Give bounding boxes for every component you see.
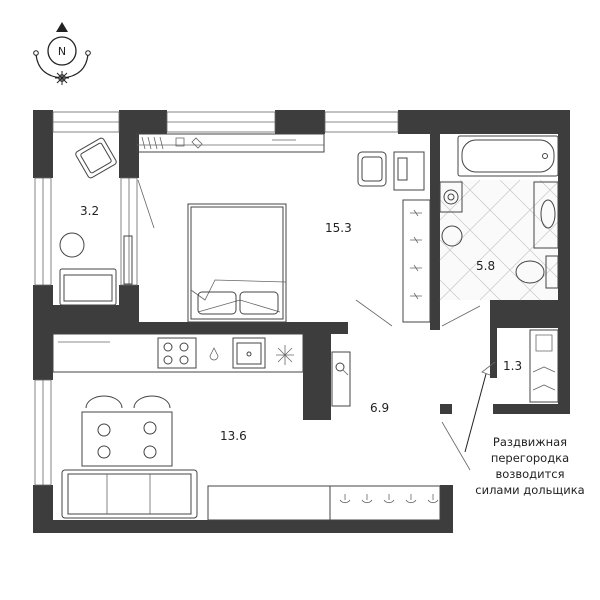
windows [34,111,399,486]
wall-right-bottom [493,404,570,414]
desk-icon [393,151,425,191]
bedroom-door-swing [355,299,393,327]
wall-top-left [33,110,53,134]
tall-cabinet-icon [402,199,431,323]
room-area-bathroom: 5.8 [476,259,495,273]
bathroom [439,135,559,327]
note-leader-line [464,373,487,453]
armchair-icon [75,137,117,179]
wall-right-upper [558,110,570,300]
note-line-2: перегородка [491,451,569,465]
kitchen-sink-icon [232,337,266,369]
dining-chairs-icon [85,395,171,459]
wall-bottom [33,520,453,533]
sofa-icon [61,469,198,519]
compass: N [33,22,91,85]
balcony-furniture [59,137,155,306]
balcony-door-swing [137,179,155,229]
bedroom-furniture [136,133,431,327]
dining-table-icon [81,411,173,467]
floor-tiles [439,179,559,301]
wall-closet-left [490,328,497,378]
note-line-4: силами дольщика [475,483,584,497]
wardrobe-icon [136,133,325,153]
sliding-partition-note: Раздвижная перегородка возводится силами… [475,435,584,497]
toilet-icon [515,255,559,289]
faucet-drop-icon [209,347,219,361]
wall-top-far-right [470,110,570,134]
bathtub-icon [457,135,559,177]
sunrise-dot-icon [33,50,39,56]
north-arrow-icon [56,22,68,32]
compass-ring-icon [47,36,77,66]
tv-stand-icon [207,485,331,521]
wall-left-upper [33,134,53,178]
wall-lower-right [440,485,453,533]
room-area-closet: 1.3 [503,359,522,373]
room-area-hall: 6.9 [370,401,389,415]
closet-door-icon [481,361,496,376]
wall-hall-right [440,404,452,414]
wardrobe-items-icon [141,136,296,150]
hall-furniture [329,351,487,521]
hall-wardrobe-icon [329,485,441,521]
wall-right-lower [558,300,570,412]
shelf-icon [123,235,133,285]
wall-top-mid [119,110,167,134]
wall-balcony-bottom [53,305,119,325]
wall-top-mid2 [275,110,325,134]
walls [33,110,570,533]
wall-balcony-right-upper [119,134,139,178]
closet [481,329,559,403]
kitchen-counter-icon [52,333,304,373]
wall-balcony-right-lower [119,285,139,325]
stove-icon [157,337,197,369]
wall-bath-bottom [490,300,558,328]
hanger-icon [532,334,556,391]
entry-door-swing [441,421,471,471]
fridge-snowflake-icon [276,345,294,365]
compass-north-label: N [58,45,66,58]
note-line-1: Раздвижная [493,435,567,449]
bath-stool-icon [441,225,463,247]
wall-top-right [398,110,470,134]
sink-icon [533,181,559,249]
room-area-bedroom: 15.3 [325,221,352,235]
note-line-3: возводится [495,467,564,481]
room-area-kitchen: 13.6 [220,429,247,443]
wall-bedroom-bottom [33,322,348,334]
bathroom-door-swing [441,305,481,327]
room-area-balcony: 3.2 [80,204,99,218]
wall-bath-left [430,134,440,330]
wall-kitchen-right [303,334,331,420]
sunset-dot-icon [85,50,91,56]
armchair-lower-icon [59,268,117,306]
kitchen-furniture [52,333,331,521]
desk-chair-icon [357,151,387,187]
mirror-icon [331,351,351,407]
round-table-icon [59,232,85,258]
washing-machine-icon [439,181,463,213]
sun-icon [55,71,69,85]
double-bed-icon [187,203,287,323]
